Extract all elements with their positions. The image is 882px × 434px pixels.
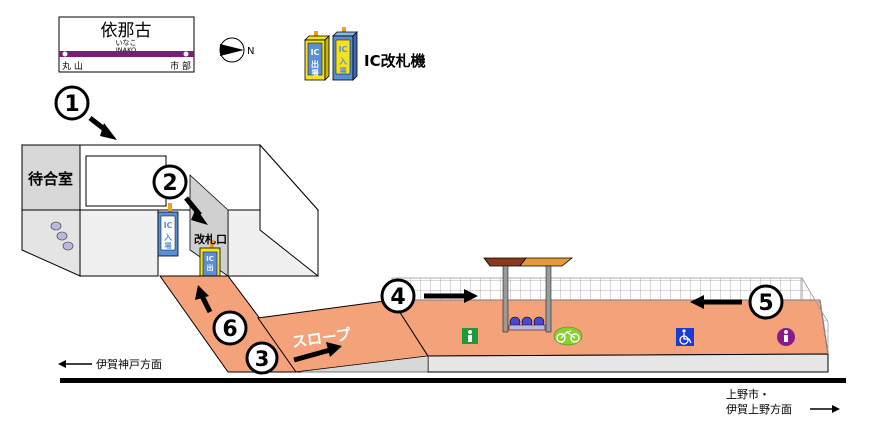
svg-text:出: 出 <box>311 59 319 69</box>
compass-north-label: N <box>247 46 254 57</box>
station-romaji: INAKO <box>116 46 136 54</box>
marker-2: 2 <box>152 164 188 200</box>
svg-text:入: 入 <box>338 57 347 66</box>
svg-text:出: 出 <box>207 263 214 272</box>
waiting-room-label: 待合室 <box>28 170 73 188</box>
marker-1: 1 <box>54 85 90 121</box>
svg-text:3: 3 <box>255 347 270 371</box>
svg-text:IC: IC <box>311 48 320 57</box>
ticket-gate-label: 改札口 <box>194 232 227 246</box>
sign-dot-right <box>183 51 189 57</box>
svg-text:場: 場 <box>165 241 172 250</box>
bench-icon <box>50 221 74 251</box>
marker-4: 4 <box>380 278 416 314</box>
direction-left-label: 伊賀神戸方面 <box>96 357 162 371</box>
sign-prev-station: 丸 山 <box>62 60 83 72</box>
bench-icon <box>508 316 546 331</box>
sign-next-station: 市 部 <box>170 60 191 72</box>
toilet-icon <box>777 328 795 346</box>
station-kana: いなこ <box>116 39 137 47</box>
svg-text:5: 5 <box>758 291 773 316</box>
svg-text:IC: IC <box>164 221 173 230</box>
bicycle-icon <box>553 326 583 346</box>
track-line <box>60 378 846 383</box>
svg-text:IC: IC <box>339 45 348 54</box>
direction-right-line2: 伊賀上野方面 <box>726 402 792 416</box>
svg-text:場: 場 <box>340 66 347 75</box>
svg-text:入: 入 <box>163 233 172 242</box>
legend-ic-gate-entry-icon: IC 入 場 <box>332 27 358 81</box>
svg-text:1: 1 <box>64 92 79 117</box>
compass-icon: N <box>219 37 254 63</box>
direction-right: 上野市・ 伊賀上野方面 <box>726 387 840 416</box>
shelter <box>483 257 574 333</box>
marker-6: 6 <box>212 310 248 346</box>
toilet-icon <box>462 328 478 344</box>
station-sign: 依那古 いなこ INAKO 丸 山 市 部 <box>58 16 195 73</box>
marker-5: 5 <box>748 284 784 320</box>
svg-text:4: 4 <box>390 285 405 310</box>
arrow-3 <box>293 347 331 363</box>
legend-label: IC改札機 <box>364 52 426 70</box>
wheelchair-icon <box>676 328 694 346</box>
svg-text:2: 2 <box>162 171 177 196</box>
arrow-6 <box>199 294 213 314</box>
svg-text:IC: IC <box>206 255 214 263</box>
svg-text:6: 6 <box>222 317 237 342</box>
legend-ic-gate-exit-icon: IC 出 場 <box>304 31 330 81</box>
direction-right-line1: 上野市・ <box>726 387 770 401</box>
marker-3: 3 <box>245 341 279 375</box>
station-name: 依那古 <box>101 21 152 41</box>
ic-gate-entry-icon: IC 入 場 <box>157 203 179 257</box>
svg-text:場: 場 <box>312 68 319 77</box>
ic-gate-exit-icon: IC 出 <box>199 240 221 281</box>
fence <box>391 276 829 355</box>
sign-dot-left <box>62 51 68 57</box>
sign-stripe <box>59 51 194 57</box>
direction-left: 伊賀神戸方面 <box>58 357 162 371</box>
